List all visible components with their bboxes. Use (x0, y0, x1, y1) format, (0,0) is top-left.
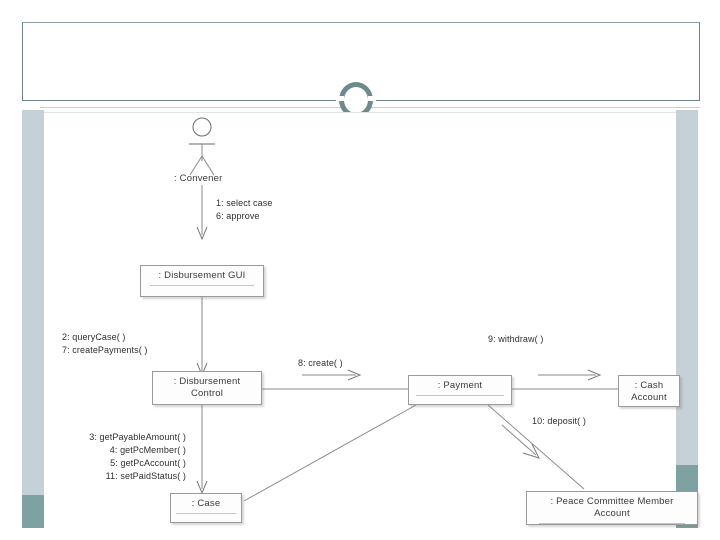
left-accent-block (22, 495, 44, 528)
left-side-bar (22, 110, 44, 495)
ring-mask-left (336, 96, 344, 101)
object-case[interactable]: : Case (170, 493, 242, 523)
diagram-connectors (189, 117, 618, 502)
message-gui-to-control: 2: queryCase( ) 7: createPayments( ) (62, 332, 148, 355)
object-case-label: : Case (191, 498, 221, 509)
slide-content-area: : Convener : Disbursement GUI : Disburse… (44, 112, 698, 529)
object-cash-account-label: : Cash Account (631, 380, 667, 403)
object-underline (538, 523, 686, 524)
object-payment-label: : Payment (437, 380, 483, 391)
message-convener-to-gui: 1: select case 6: approve (216, 198, 273, 221)
message-control-to-payment: 8: create( ) (298, 358, 343, 368)
ring-mask-right (368, 96, 376, 101)
right-side-bar (676, 110, 698, 465)
object-pc-member-account-label: : Peace Committee Member Account (550, 496, 674, 519)
uml-collaboration-diagram: : Convener : Disbursement GUI : Disburse… (44, 113, 698, 529)
message-control-to-case: 3: getPayableAmount( ) 4: getPcMember( )… (89, 432, 186, 481)
message-payment-to-pc-account: 10: deposit( ) (532, 416, 586, 426)
object-disbursement-gui[interactable]: : Disbursement GUI (140, 265, 264, 297)
object-cash-account[interactable]: : Cash Account (618, 375, 680, 407)
object-disbursement-gui-label: : Disbursement GUI (158, 270, 246, 281)
actor-convener-label: : Convener (174, 173, 223, 184)
object-underline (149, 285, 255, 286)
object-underline (416, 395, 504, 396)
object-payment[interactable]: : Payment (408, 375, 512, 405)
object-disbursement-control[interactable]: : Disbursement Control (152, 371, 262, 405)
message-payment-to-cash-account: 9: withdraw( ) (488, 334, 544, 344)
object-underline (175, 513, 237, 514)
object-disbursement-control-label: : Disbursement Control (173, 376, 241, 399)
object-pc-member-account[interactable]: : Peace Committee Member Account (526, 491, 698, 525)
